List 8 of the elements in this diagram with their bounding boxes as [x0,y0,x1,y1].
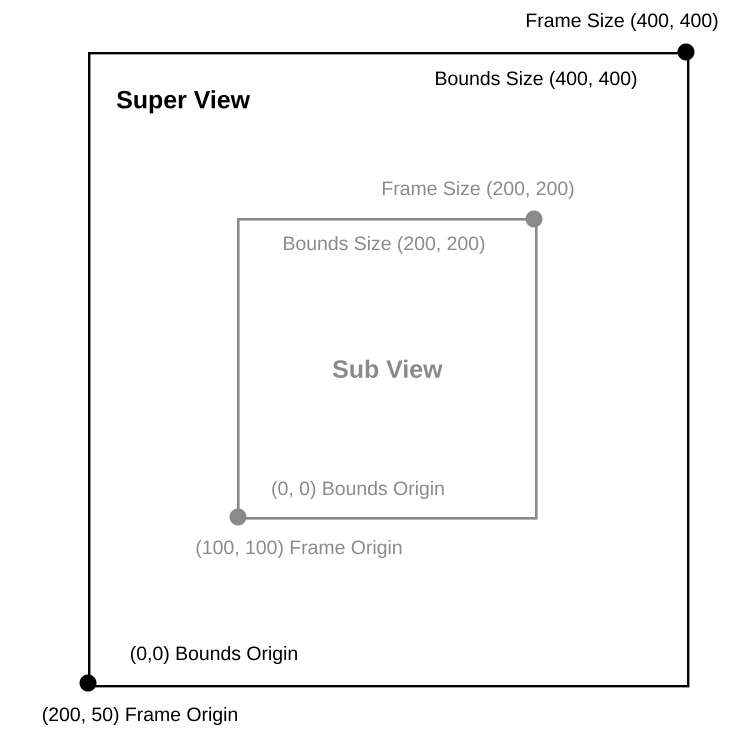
coordinate-label: Bounds Size (200, 200) [284,236,484,254]
coordinate-label: (0,0) Bounds Origin [130,646,297,664]
coordinate-label: Frame Size (400, 400) [526,12,718,32]
coordinate-label: (0, 0) Bounds Origin [272,480,444,500]
coordinate-label: (200, 50) Frame Origin [42,706,237,726]
coordinate-label: Bounds Size (400, 400) [436,70,636,90]
coordinate-label: (100, 100) Frame Origin [196,540,402,558]
coordinate-label: Frame Size (200, 200) [382,180,574,200]
